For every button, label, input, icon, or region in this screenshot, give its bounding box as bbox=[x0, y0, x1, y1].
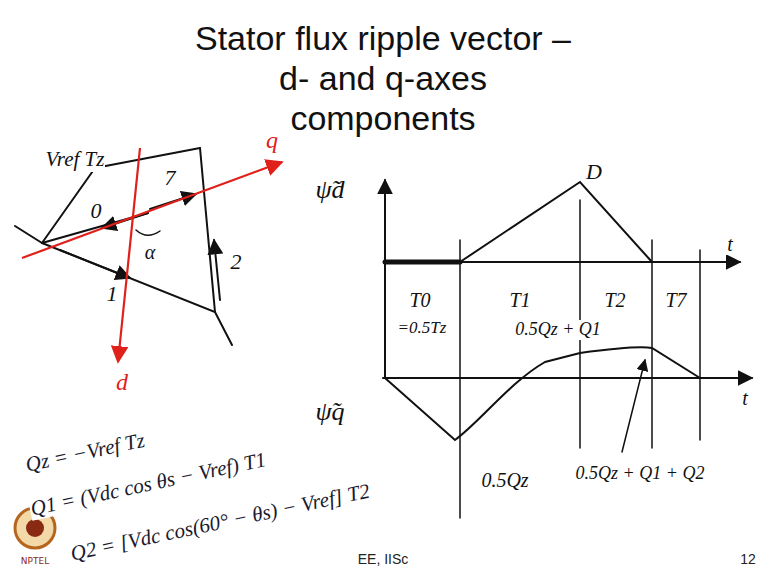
value-label: 0.5Qz bbox=[480, 469, 529, 491]
interval-divider bbox=[459, 240, 461, 518]
axis-label: t bbox=[726, 233, 734, 255]
time-axis bbox=[385, 261, 740, 263]
hexagon-edge bbox=[95, 148, 200, 168]
hexagon-edge bbox=[200, 148, 215, 312]
footer-text: EE, IISc bbox=[357, 552, 410, 567]
slide-title: Stator flux ripple vector – d- and q-axe… bbox=[183, 18, 583, 138]
psi-q-waveform bbox=[385, 347, 700, 440]
vector-2-arrow bbox=[214, 240, 220, 300]
d-axis bbox=[118, 148, 140, 362]
equation: Qz = −Vref Tz bbox=[23, 429, 148, 477]
page-number: 12 bbox=[739, 552, 757, 567]
vector-1-arrow bbox=[60, 250, 130, 278]
interval-label: T0 bbox=[408, 289, 431, 311]
axis-label: t bbox=[741, 387, 749, 409]
vector-number: 2 bbox=[230, 250, 243, 274]
hexagon-edge bbox=[42, 243, 232, 345]
psi-d-axis bbox=[384, 180, 386, 378]
value-label: 0.5Qz + Q1 bbox=[514, 320, 602, 340]
angle-label: α bbox=[144, 241, 157, 263]
interval-divider bbox=[651, 240, 653, 448]
value-label: 0.5Qz + Q1 + Q2 bbox=[575, 464, 706, 484]
vector-number: 1 bbox=[106, 282, 119, 306]
vector-number: 0 bbox=[90, 199, 103, 223]
point-label: D bbox=[585, 160, 603, 184]
logo-text: NPTEL bbox=[20, 557, 50, 567]
interval-divider bbox=[699, 250, 701, 440]
psi-d-zero-segment bbox=[385, 260, 460, 265]
time-axis bbox=[383, 377, 752, 379]
logo-center bbox=[26, 519, 44, 537]
leader-arrow bbox=[622, 360, 645, 452]
interval-label: T1 bbox=[508, 289, 531, 311]
interval-label: T2 bbox=[603, 289, 626, 311]
axis-label: d bbox=[115, 369, 129, 395]
axis-label: q bbox=[265, 127, 279, 153]
angle-arc bbox=[136, 230, 160, 235]
interval-label: T7 bbox=[664, 289, 687, 311]
vector-label: Vref Tz bbox=[45, 148, 106, 171]
axis-label: ψ̃q bbox=[314, 398, 345, 427]
axis-label: ψ̃d bbox=[314, 176, 345, 205]
interval-label: =0.5Tz bbox=[397, 319, 448, 338]
psi-d-waveform bbox=[460, 182, 652, 262]
vector-number: 7 bbox=[164, 166, 177, 190]
